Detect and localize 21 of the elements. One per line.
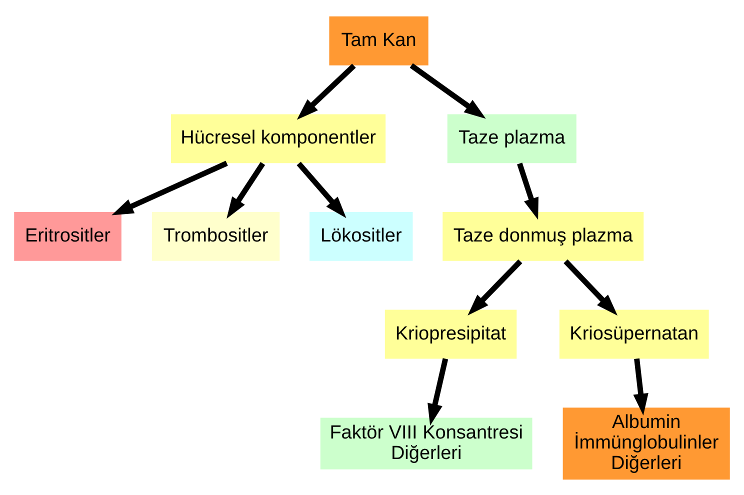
arrow bbox=[564, 258, 618, 316]
arrow bbox=[296, 63, 356, 120]
arrow bbox=[468, 258, 522, 316]
node-box: Taze plazma bbox=[447, 114, 576, 163]
arrow bbox=[296, 161, 346, 218]
arrow bbox=[410, 62, 486, 118]
node-box: Taze donmuş plazma bbox=[442, 212, 644, 260]
node-box: Faktör VIII Konsantresi Diğerleri bbox=[320, 417, 532, 469]
arrow bbox=[112, 160, 228, 215]
node-box: Lökositler bbox=[310, 212, 413, 260]
node-box: Tam Kan bbox=[329, 16, 428, 65]
arrow bbox=[633, 358, 648, 416]
node-box: Kriosüpernatan bbox=[559, 309, 709, 358]
node-box: Trombositler bbox=[152, 212, 280, 260]
node-box: Albumin İmmünglobulinler Diğerleri bbox=[562, 407, 730, 480]
arrow bbox=[428, 358, 448, 426]
arrow bbox=[517, 162, 538, 220]
node-box: Kriopresipitat bbox=[384, 309, 517, 358]
node-box: Hücresel komponentler bbox=[171, 114, 386, 163]
node-box: Eritrositler bbox=[14, 212, 122, 260]
arrow bbox=[226, 162, 266, 218]
